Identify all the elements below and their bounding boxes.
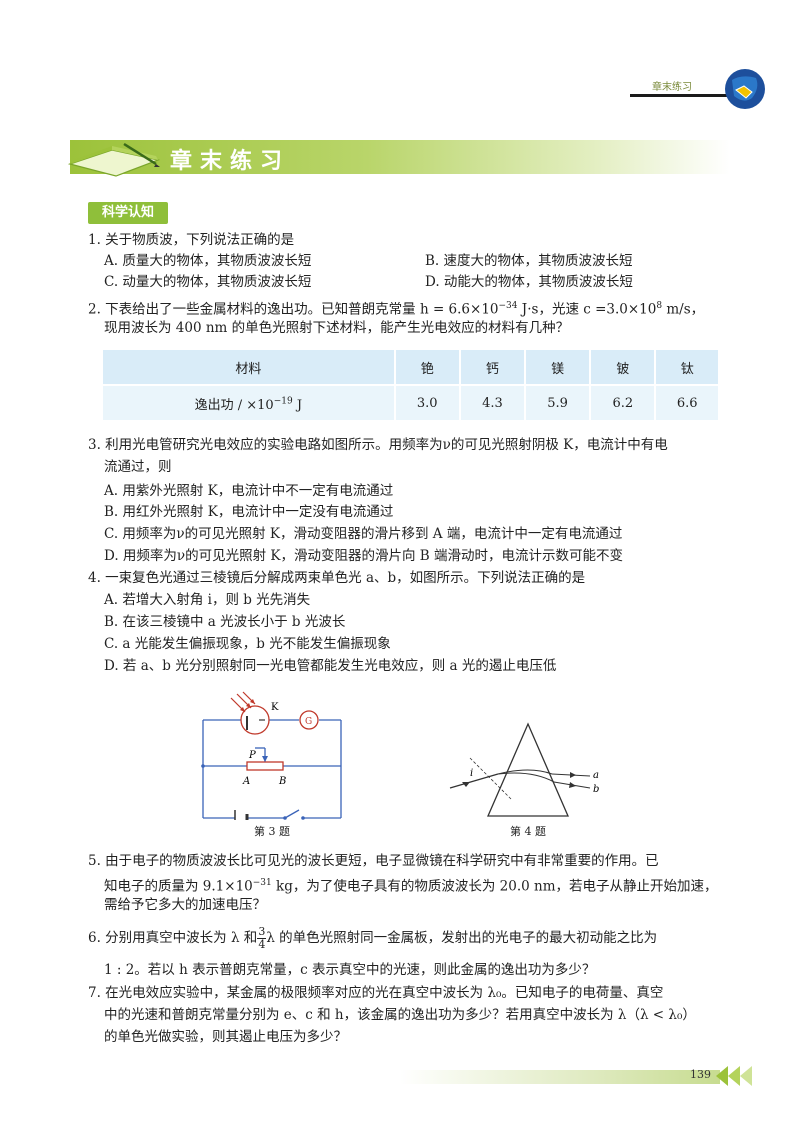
chapter-banner xyxy=(70,140,730,174)
q2-line2: 现用波长为 400 nm 的单色光照射下述材料，能产生光电效应的材料有几种？ xyxy=(104,320,570,336)
q1-option-b: B. 速度大的物体，其物质波波长短 xyxy=(425,253,633,269)
fig3-label-a: A xyxy=(242,776,250,787)
table-header-cell: 镁 xyxy=(524,350,591,386)
q3-option-d: D. 用频率为ν的可见光照射 K，滑动变阻器的滑片向 B 端滑动时，电流计示数可… xyxy=(104,548,624,564)
table-header-cell: 铍 xyxy=(589,350,656,386)
table-cell: 5.9 xyxy=(524,385,591,420)
header-rule xyxy=(630,94,730,97)
q4-stem: 4. 一束复色光通过三棱镜后分解成两束单色光 a、b，如图所示。下列说法正确的是 xyxy=(88,570,586,586)
table-cell: 6.2 xyxy=(589,385,656,420)
fig3-caption: 第 3 题 xyxy=(254,825,290,838)
rheostat xyxy=(246,761,284,771)
q3-line2: 流通过，则 xyxy=(104,459,172,475)
fig3-label-b: B xyxy=(278,776,286,787)
fig3-circuit-diagram: K G P A B xyxy=(201,691,342,820)
globe-icon xyxy=(725,69,765,109)
q7-line3: 的单色光做实验，则其遏止电压为多少？ xyxy=(104,1029,347,1045)
footer-bar xyxy=(400,1070,720,1084)
q3-option-b: B. 用红外光照射 K，电流计中一定没有电流通过 xyxy=(104,504,394,520)
table-row-label: 逸出功 / ×10−19 J xyxy=(103,385,395,420)
table-cell: 3.0 xyxy=(393,385,460,420)
q1-option-a: A. 质量大的物体，其物质波波长短 xyxy=(104,253,312,269)
book-icon xyxy=(67,142,161,177)
chapter-title: 章末练习 xyxy=(170,149,291,174)
q1-option-c: C. 动量大的物体，其物质波波长短 xyxy=(104,274,312,290)
q4-option-a: A. 若增大入射角 i，则 b 光先消失 xyxy=(104,592,311,608)
fig3-label-p: P xyxy=(248,750,256,761)
q3-option-a: A. 用紫外光照射 K，电流计中不一定有电流通过 xyxy=(104,483,394,499)
galvanometer xyxy=(299,710,319,730)
table-header-cell: 钙 xyxy=(458,350,526,386)
fig4-label-i: i xyxy=(470,768,473,779)
q7-line2: 中的光速和普朗克常量分别为 e、c 和 h，该金属的逸出功为多少？若用真空中波长… xyxy=(104,1007,696,1023)
page-number: 139 xyxy=(690,1068,711,1081)
q7-line1: 7. 在光电效应实验中，某金属的极限频率对应的光在真空中波长为 λ₀。已知电子的… xyxy=(88,985,664,1001)
q2-line1: 2. 下表给出了一些金属材料的逸出功。已知普朗克常量 h = 6.6×10−34… xyxy=(88,301,705,318)
q4-option-b: B. 在该三棱镜中 a 光波长小于 b 光波长 xyxy=(104,614,346,630)
q5-line1: 5. 由于电子的物质波波长比可见光的波长更短，电子显微镜在科学研究中有非常重要的… xyxy=(88,853,659,869)
table-cell: 4.3 xyxy=(458,385,526,420)
q5-line2: 知电子的质量为 9.1×10−31 kg，为了使电子具有的物质波波长为 20.0… xyxy=(104,878,718,895)
fig4-label-a: a xyxy=(593,770,599,781)
table-header-cell: 铯 xyxy=(393,350,460,386)
q4-option-d: D. 若 a、b 光分别照射同一光电管都能发生光电效应，则 a 光的遏止电压低 xyxy=(104,658,557,674)
page-arrows-icon xyxy=(716,1066,752,1086)
fig3-label-k: K xyxy=(271,702,279,713)
q3-line1: 3. 利用光电管研究光电效应的实验电路如图所示。用频率为ν的可见光照射阴极 K，… xyxy=(88,437,668,453)
work-function-table: 材料 铯 钙 镁 铍 钛 逸出功 / ×10−19 J 3.0 4.3 5.9 … xyxy=(103,350,718,420)
table-cell: 6.6 xyxy=(654,385,718,420)
chapter-corner-label: 章末练习 xyxy=(652,82,692,93)
table-header-cell: 钛 xyxy=(654,350,718,386)
fig3-label-g: G xyxy=(305,717,312,727)
fig4-prism-diagram: i a b xyxy=(449,722,599,817)
q4-option-c: C. a 光能发生偏振现象，b 光不能发生偏振现象 xyxy=(104,636,391,652)
q6-line2: 1 : 2。若以 h 表示普朗克常量，c 表示真空中的光速，则此金属的逸出功为多… xyxy=(104,962,596,978)
q5-line3: 需给予它多大的加速电压？ xyxy=(104,897,266,913)
q1-option-d: D. 动能大的物体，其物质波波长短 xyxy=(425,274,633,290)
q3-option-c: C. 用频率为ν的可见光照射 K，滑动变阻器的滑片移到 A 端，电流计中一定有电… xyxy=(104,526,623,542)
fig4-caption: 第 4 题 xyxy=(510,825,546,838)
table-header-cell: 材料 xyxy=(103,350,395,386)
section-label: 科学认知 xyxy=(88,202,168,224)
fig4-label-b: b xyxy=(593,784,599,795)
q1-stem: 1. 关于物质波，下列说法正确的是 xyxy=(88,232,295,248)
